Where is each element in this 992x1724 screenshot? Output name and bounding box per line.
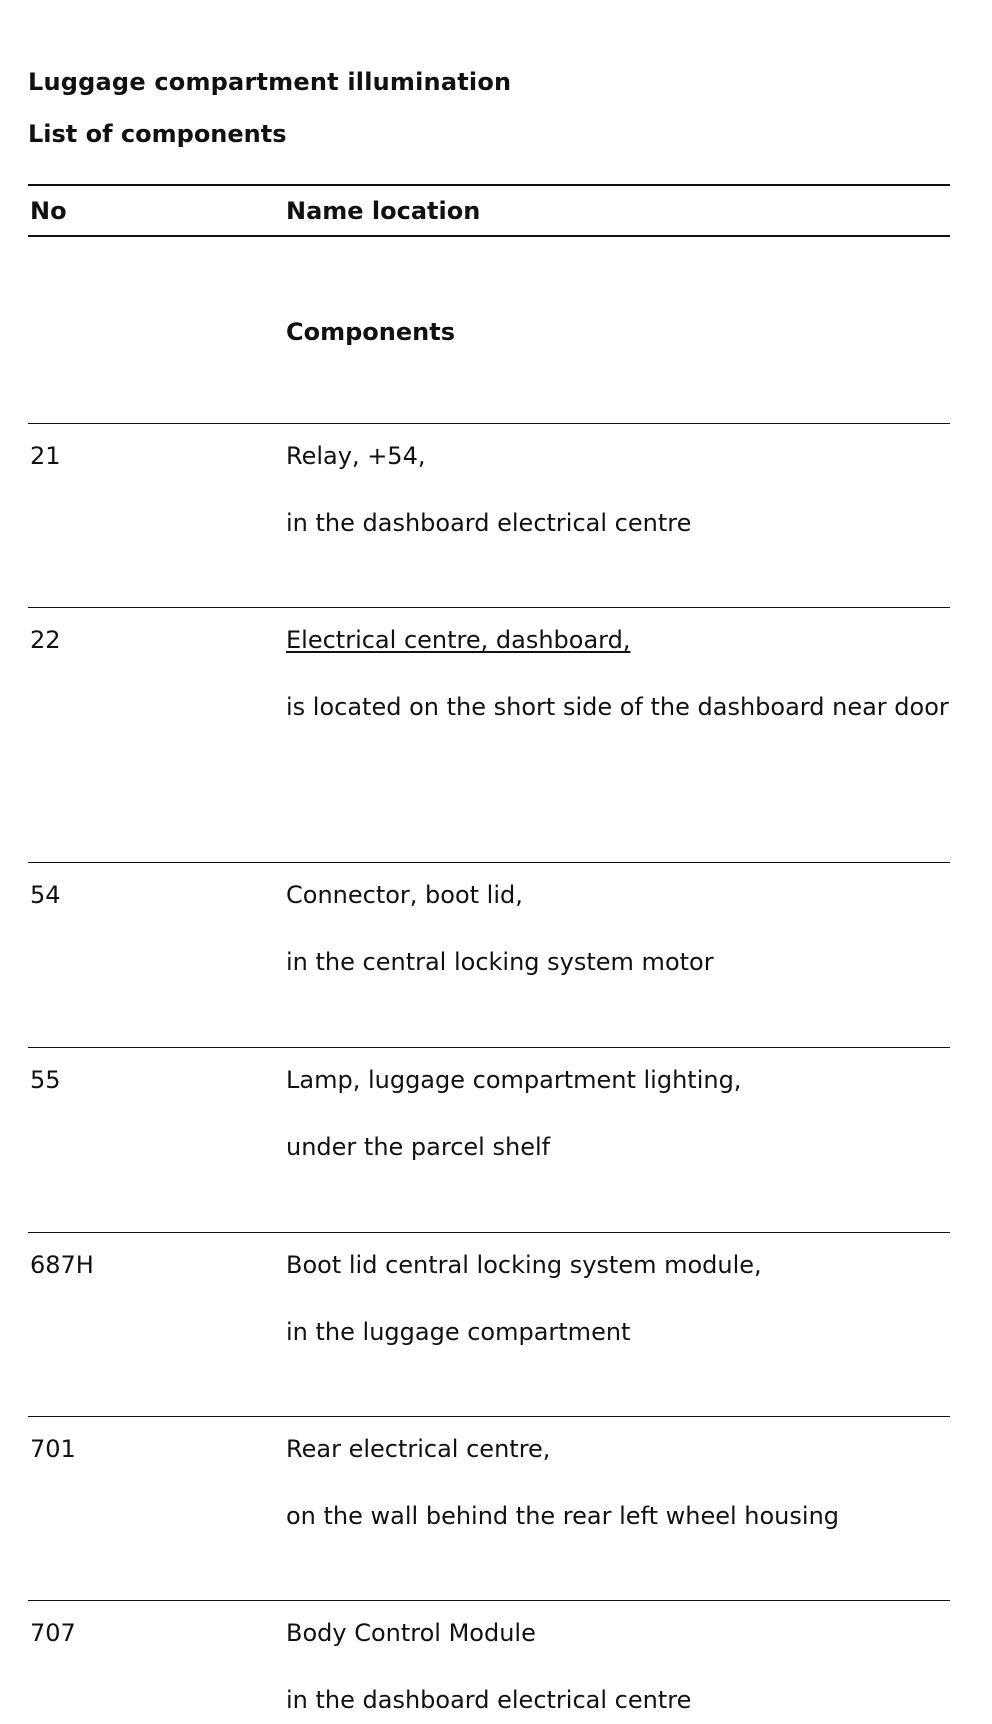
- row-divider: [28, 1232, 950, 1233]
- component-number: 55: [30, 1066, 61, 1094]
- component-name: Connector, boot lid,: [286, 881, 523, 909]
- component-location: in the dashboard electrical centre: [286, 509, 692, 537]
- component-number: 701: [30, 1435, 76, 1463]
- component-name: Relay, +54,: [286, 442, 426, 470]
- column-header-no: No: [30, 197, 67, 225]
- component-number: 54: [30, 881, 61, 909]
- component-name: Boot lid central locking system module,: [286, 1251, 762, 1279]
- component-number: 707: [30, 1619, 76, 1647]
- component-location: is located on the short side of the dash…: [286, 693, 949, 721]
- component-location: under the parcel shelf: [286, 1133, 551, 1161]
- component-location: in the central locking system motor: [286, 948, 714, 976]
- column-header-name-location: Name location: [286, 197, 481, 225]
- component-location: in the luggage compartment: [286, 1318, 631, 1346]
- document-subtitle: List of components: [28, 120, 287, 148]
- component-number: 687H: [30, 1251, 94, 1279]
- row-divider: [28, 1416, 950, 1417]
- component-name: Lamp, luggage compartment lighting,: [286, 1066, 742, 1094]
- component-name-link[interactable]: Electrical centre, dashboard,: [286, 626, 631, 654]
- component-number: 22: [30, 626, 61, 654]
- table-header-rule: [28, 235, 950, 237]
- component-location: on the wall behind the rear left wheel h…: [286, 1502, 840, 1530]
- component-number: 21: [30, 442, 61, 470]
- component-name: Body Control Module: [286, 1619, 536, 1647]
- row-divider: [28, 1047, 950, 1048]
- table-top-rule: [28, 184, 950, 186]
- row-divider: [28, 423, 950, 424]
- section-label: Components: [286, 318, 455, 346]
- document-title: Luggage compartment illumination: [28, 68, 512, 96]
- row-divider: [28, 607, 950, 608]
- row-divider: [28, 1600, 950, 1601]
- row-divider: [28, 862, 950, 863]
- component-location: in the dashboard electrical centre: [286, 1686, 692, 1714]
- component-name: Rear electrical centre,: [286, 1435, 551, 1463]
